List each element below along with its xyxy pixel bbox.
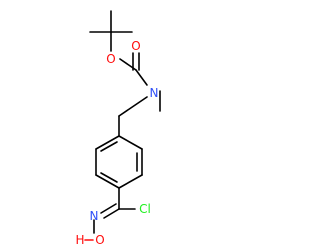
chemical-structure-figure: O O N Cl N O H	[75, 10, 161, 247]
bond-nitrogen-to-methylene	[118, 96, 148, 117]
atom-label-amine-nitrogen: N	[150, 86, 159, 100]
atom-label-chlorine: Cl	[139, 202, 151, 216]
atom-label-ester-oxygen: O	[106, 52, 115, 66]
ring-inner-bond-bottom-left	[100, 172, 118, 183]
atom-label-hydroxyl-oxygen: O	[95, 233, 104, 247]
ring-bond-top-left	[95, 135, 120, 150]
atom-label-oxime-nitrogen: N	[90, 209, 99, 223]
bond-imine-double-a	[103, 208, 120, 219]
bond-imine-double-b	[100, 203, 117, 214]
ring-bond-bottom-left	[95, 174, 120, 189]
atom-label-hydroxyl-hydrogen: H	[75, 233, 84, 247]
structure-diagram: O O N Cl N O H	[75, 10, 161, 247]
ring-bond-top-right	[118, 135, 143, 150]
bond-carbonyl-to-nitrogen	[135, 69, 148, 86]
atom-label-carbonyl-oxygen: O	[131, 39, 140, 53]
ring-inner-bond-top-left	[100, 141, 118, 152]
ring-bond-bottom-right	[118, 174, 143, 189]
